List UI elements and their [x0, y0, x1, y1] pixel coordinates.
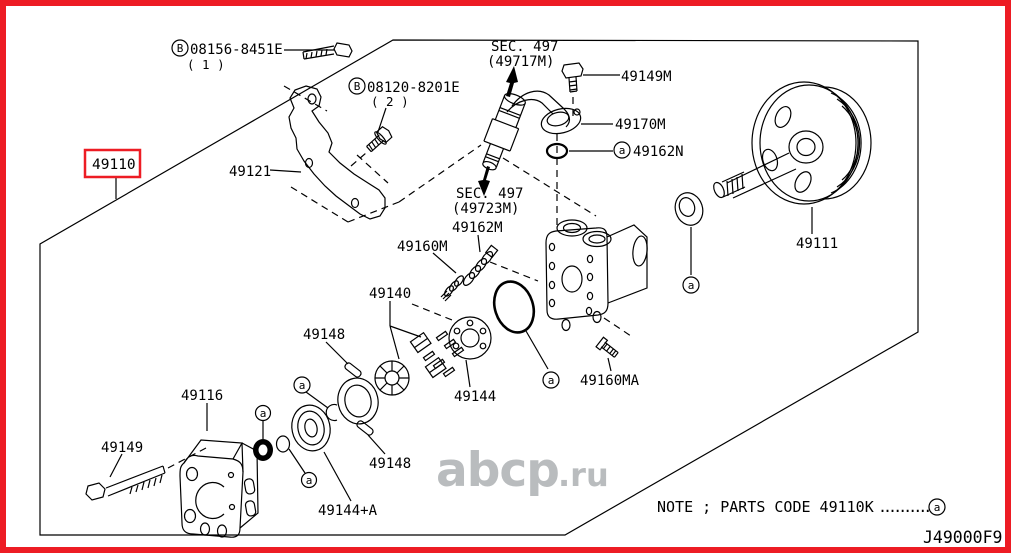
marker-letter: B — [354, 80, 361, 93]
pin-upper-drawing — [344, 362, 362, 378]
cam-ring-label[interactable]: 49144 — [454, 389, 496, 405]
pin-lower-label[interactable]: 49148 — [369, 456, 411, 472]
pump-assy-label[interactable]: 49110 — [92, 157, 136, 173]
circled-a-marker-oring-small: a — [613, 141, 631, 159]
marker-letter: a — [619, 144, 626, 157]
suction-hose-drawing — [478, 66, 526, 196]
spring-label[interactable]: 49162M — [452, 220, 503, 236]
sheet-outline — [39, 39, 919, 536]
oring-small-label[interactable]: 49162N — [633, 144, 684, 160]
through-bolt-drawing — [85, 465, 166, 501]
side-plate-drawing — [337, 377, 379, 425]
marker-letter: a — [299, 379, 306, 392]
plate-kit-drawing — [253, 403, 338, 461]
front-housing-label[interactable]: 49116 — [181, 388, 223, 404]
pipe-bolt-drawing — [561, 62, 584, 93]
marker-letter: B — [177, 42, 184, 55]
drawing-code: J49000F9 — [923, 528, 1002, 547]
sec-ref-top-line2: (49717M) — [487, 54, 554, 70]
parts-code-note: NOTE ; PARTS CODE 49110K — [657, 498, 874, 516]
leader-lines — [109, 49, 813, 502]
pressure-pipe-drawing — [506, 90, 582, 135]
through-bolt-label[interactable]: 49149 — [101, 440, 143, 456]
plate-kit-label[interactable]: 49144+A — [318, 503, 378, 519]
sec-ref-bottom-line2: (49723M) — [452, 201, 519, 217]
marker-letter: a — [548, 374, 555, 387]
vane-kit-label[interactable]: 49140 — [369, 286, 411, 302]
circled-a-marker-sealwasher: a — [254, 404, 272, 422]
valve-label[interactable]: 49160M — [397, 239, 448, 255]
circled-a-marker-snapring: a — [293, 376, 311, 394]
circled-a-marker-oring-large: a — [542, 371, 560, 389]
bolt2-qty-label: ( 2 ) — [371, 94, 409, 109]
sec-arrow-up-icon — [506, 66, 518, 97]
watermark: abcp .ru — [436, 443, 609, 498]
connector-bolt-drawing — [595, 336, 619, 358]
pressure-pipe-label[interactable]: 49170M — [615, 117, 666, 133]
watermark-tld: .ru — [558, 456, 609, 494]
valve-drawing — [440, 275, 464, 302]
pin-lower-drawing — [356, 420, 374, 436]
spring-drawing — [462, 244, 499, 286]
callout-labels: 08156-8451E ( 1 ) 08120-8201E ( 2 ) 4911… — [83, 39, 838, 519]
connector-bolt-label[interactable]: 49160MA — [580, 373, 640, 389]
pulley-label[interactable]: 49111 — [796, 236, 838, 252]
circled-a-marker-washer: a — [300, 471, 318, 489]
bolt-08120-drawing — [366, 126, 393, 153]
marker-letter: a — [260, 407, 267, 420]
marker-letter: a — [306, 474, 313, 487]
vane-kit-drawing — [374, 330, 465, 396]
pulley-drawing — [713, 81, 872, 205]
watermark-brand: abcp — [436, 443, 559, 498]
circled-b-marker-bolt1: B — [171, 39, 189, 57]
snap-ring-drawing — [325, 403, 338, 422]
cam-ring-drawing — [448, 316, 492, 360]
assembly-dashed-lines — [167, 85, 632, 469]
front-housing-drawing — [179, 439, 259, 538]
circled-a-marker-note: a — [928, 498, 946, 516]
bolt-08156-drawing — [302, 42, 353, 60]
highlight-box — [83, 148, 142, 179]
sec-arrow-down-icon — [478, 166, 490, 196]
sec-ref-bottom-line1: SEC. 497 — [456, 186, 523, 202]
marker-letter: a — [688, 279, 695, 292]
washer-drawing — [275, 435, 291, 453]
pin-upper-label[interactable]: 49148 — [303, 327, 345, 343]
circled-a-marker-seal: a — [682, 276, 700, 294]
oring-large-drawing — [492, 280, 536, 334]
marker-letter: a — [934, 501, 941, 514]
sec-ref-top-line1: SEC. 497 — [491, 39, 558, 55]
shaft-seal-drawing — [674, 192, 704, 226]
bracket-drawing — [288, 85, 386, 220]
oring-small-drawing — [545, 142, 569, 160]
bracket-part-label[interactable]: 49121 — [229, 164, 271, 180]
bolt1-qty-label: ( 1 ) — [187, 57, 225, 72]
pipe-bolt-label[interactable]: 49149M — [621, 69, 672, 85]
circled-b-marker-bolt2: B — [348, 77, 366, 95]
rear-body-drawing — [545, 219, 648, 332]
bolt1-code-label[interactable]: 08156-8451E — [190, 42, 283, 58]
bolt2-code-label[interactable]: 08120-8201E — [367, 80, 460, 96]
parts-code-note-dots: .......... — [878, 498, 929, 516]
highlighted-part-callout[interactable]: 49110 — [83, 148, 142, 179]
